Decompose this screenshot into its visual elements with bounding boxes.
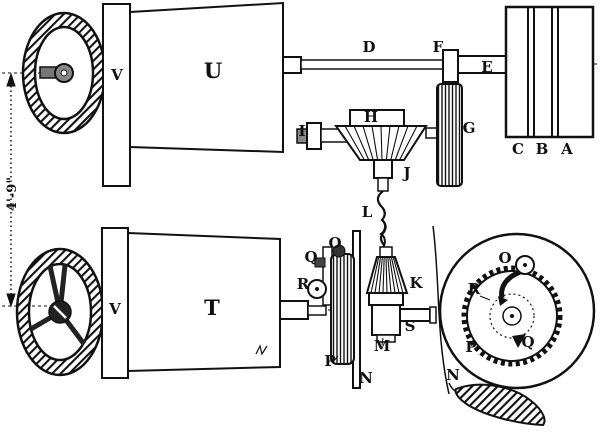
label-b: B: [536, 140, 549, 158]
drum-u: [129, 1, 284, 154]
band-v-bottom: [101, 227, 129, 379]
stub-j2: [377, 177, 389, 192]
leaf-spring-n: [448, 382, 546, 427]
pulley-block: [504, 5, 595, 139]
label-detail-p: P: [465, 338, 476, 356]
wheel-top: [21, 11, 107, 135]
label-f: F: [433, 38, 444, 56]
collar-q: [314, 257, 326, 268]
label-u: U: [204, 58, 222, 83]
label-d: D: [362, 38, 375, 56]
label-k: K: [409, 274, 423, 292]
label-detail-o: O: [498, 249, 511, 267]
label-j: J: [401, 164, 410, 182]
hub-pin: [60, 69, 68, 77]
detail-view: [432, 225, 596, 395]
label-n-plate: N: [359, 369, 373, 387]
dimension-label: 4'-9": [5, 177, 20, 211]
label-m: M: [374, 337, 391, 355]
gear-cluster: [279, 219, 437, 389]
label-detail-q: Q: [521, 333, 534, 351]
pawl-arm: [499, 269, 522, 299]
ratchet-teeth: [461, 265, 563, 367]
label-l: L: [362, 203, 373, 221]
label-i: I: [298, 122, 305, 140]
arrow-down-icon: [6, 293, 16, 308]
leader-m: [381, 337, 384, 346]
leaf-body: [454, 383, 546, 427]
label-h: H: [364, 108, 378, 126]
detail-sweep-curve: [432, 225, 450, 395]
shaft-s-end: [429, 306, 437, 324]
pulley-grooves: [527, 7, 559, 137]
leader-p: [332, 355, 339, 363]
stub-j: [373, 159, 393, 179]
ratchet-disc-p: [330, 253, 355, 365]
label-s: S: [405, 317, 416, 335]
engraver-mark: [255, 344, 268, 356]
label-n-spring: N: [446, 366, 460, 384]
label-detail-r: R: [468, 280, 481, 298]
labels: V U D F E C B A I H G J L Q O R K S M P …: [108, 38, 573, 387]
gear-k-teeth: [366, 256, 408, 294]
drum-t: [127, 231, 281, 373]
collar-i: [306, 122, 322, 150]
label-a: A: [560, 140, 573, 158]
hub-m-bottom: [376, 334, 396, 343]
coupling-f: [442, 49, 459, 83]
pawl-tip: [498, 296, 508, 306]
label-p: P: [324, 352, 335, 370]
shaft-boss: [282, 56, 302, 74]
gear-g: [436, 83, 463, 187]
hub-m-top: [368, 292, 404, 306]
hub-m: [371, 304, 401, 336]
label-r: R: [297, 275, 310, 293]
leader-r-detail: [479, 295, 491, 301]
label-o: O: [328, 234, 341, 252]
shaft-d: [300, 59, 448, 70]
pawl-q: [512, 334, 526, 348]
lower-shaft-boss: [279, 300, 309, 320]
line-shaft: [282, 5, 597, 139]
hub-slit: [53, 305, 67, 319]
bevel-gear-h-assembly: [296, 83, 463, 246]
gear-r-pin: [315, 287, 319, 291]
label-g: G: [463, 119, 476, 137]
gear-o: [332, 244, 346, 258]
label-v-bottom: V: [108, 300, 121, 318]
pawl-pivot-pin: [523, 263, 527, 267]
ratchet-hub-pin: [510, 314, 514, 318]
label-c: C: [512, 140, 524, 158]
chain-link: [379, 219, 387, 249]
label-q: Q: [304, 248, 317, 266]
lower-shaft: [307, 305, 327, 316]
label-e: E: [481, 58, 492, 76]
label-v-top: V: [110, 66, 123, 84]
ratchet-inner-circle: [489, 293, 535, 339]
label-t: T: [204, 295, 220, 320]
band-v-top: [102, 3, 131, 187]
arrow-up-icon: [6, 72, 16, 87]
wheel-bottom: [15, 247, 105, 377]
gear-h-teeth: [335, 125, 427, 161]
